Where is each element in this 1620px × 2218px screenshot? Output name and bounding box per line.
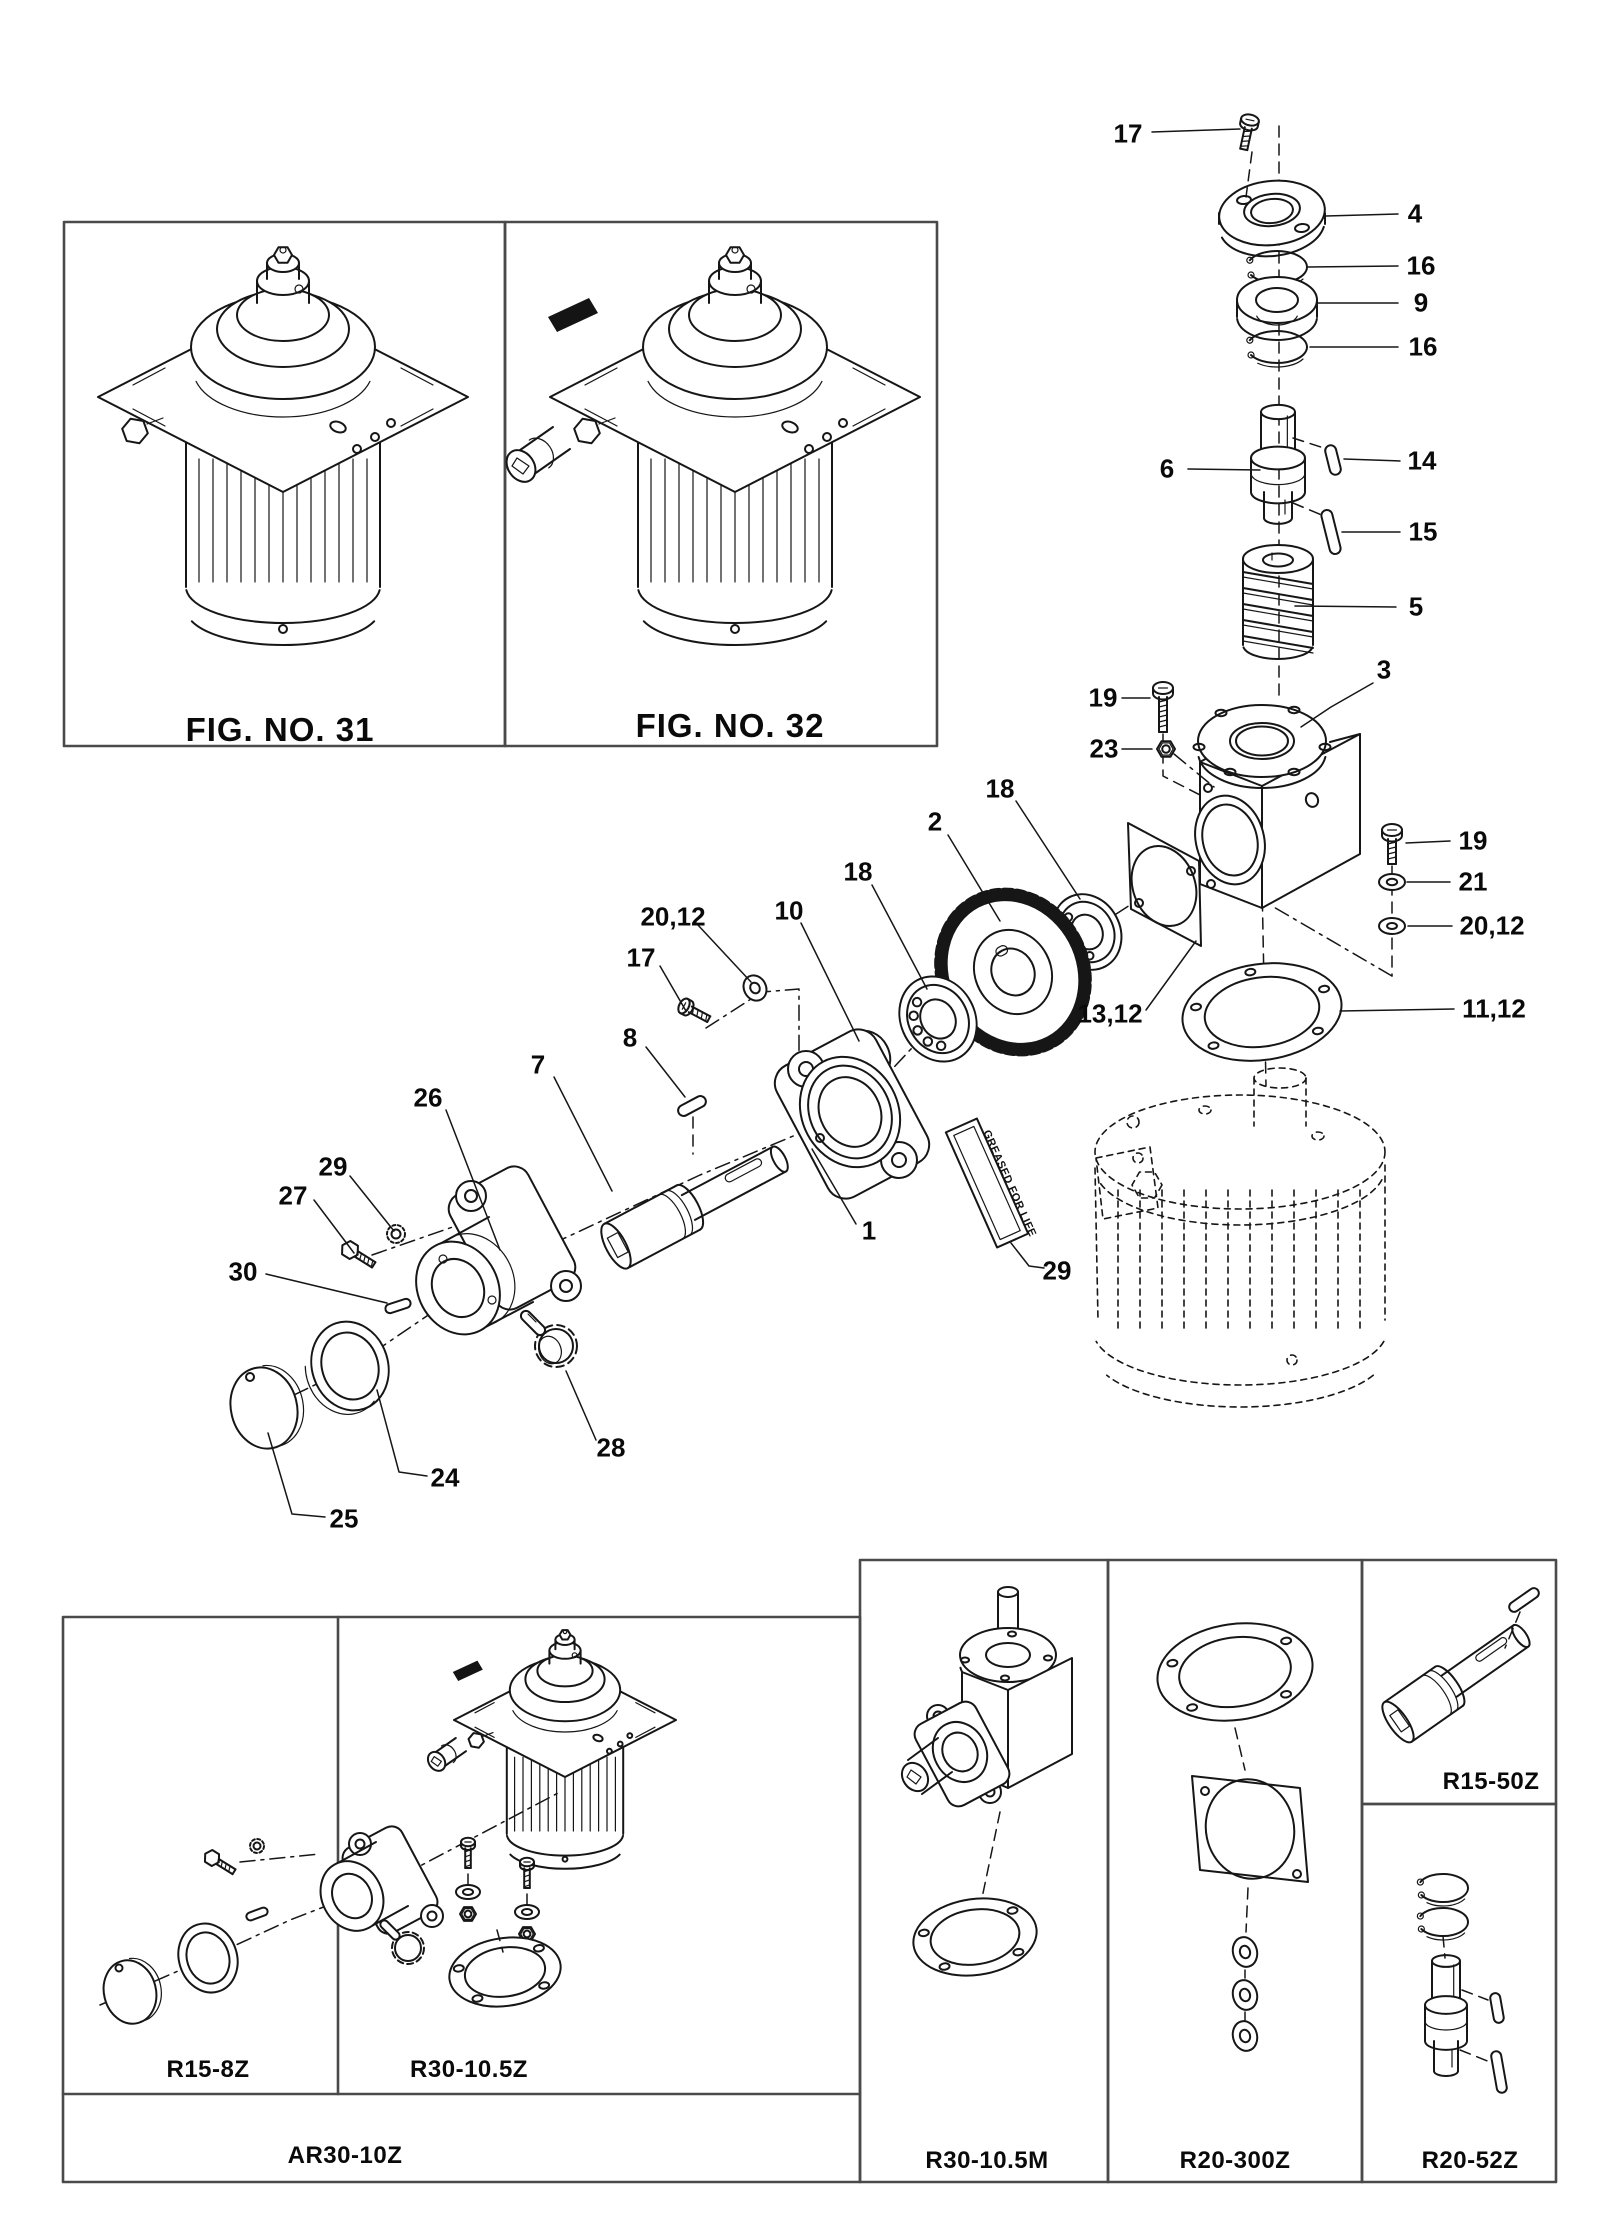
part-18-left-bearing xyxy=(898,975,978,1063)
callout-24: 24 xyxy=(430,1462,460,1493)
part-15-key xyxy=(1320,509,1342,555)
part-27-bolt xyxy=(341,1240,377,1269)
part-17-left-screw xyxy=(677,997,712,1023)
part-7-shaft xyxy=(600,1145,789,1270)
part-1-output-flange xyxy=(773,1028,931,1200)
callout-2: 2 xyxy=(927,806,943,837)
panel-r15-50z-art xyxy=(1381,1587,1540,1744)
callout-8: 8 xyxy=(622,1022,638,1053)
part-9-bearing xyxy=(1236,276,1318,341)
callout-18-right: 18 xyxy=(985,773,1015,804)
part-6-worm-shaft xyxy=(1250,403,1306,525)
callout-20-12-right: 20,12 xyxy=(1459,910,1525,941)
part-4-bearing-flange xyxy=(1218,179,1326,258)
callout-7: 7 xyxy=(530,1049,546,1080)
callout-15: 15 xyxy=(1408,516,1438,547)
callout-13-12: 13,12 xyxy=(1077,998,1143,1029)
panel-label-r30-105m: R30-10.5M xyxy=(925,2147,1049,2174)
part-29-left-lockwasher xyxy=(386,1224,406,1244)
part-17-top-screw xyxy=(1239,113,1260,152)
callout-10: 10 xyxy=(774,895,804,926)
callout-1: 1 xyxy=(861,1215,877,1246)
callout-26: 26 xyxy=(413,1082,443,1113)
callout-6: 6 xyxy=(1159,453,1175,484)
part-20-12-left-washer xyxy=(742,974,768,1002)
panel-label-r15-50z: R15-50Z xyxy=(1442,1768,1540,1795)
part-30-pin xyxy=(384,1297,412,1315)
callout-25: 25 xyxy=(329,1503,359,1534)
panel-label-r20-52z: R20-52Z xyxy=(1421,2147,1519,2174)
part-16-lower-snap-ring xyxy=(1246,330,1308,368)
callout-23: 23 xyxy=(1089,733,1119,764)
callout-17-top: 17 xyxy=(1113,118,1143,149)
frame-boxes xyxy=(61,220,1558,2184)
panel-label-r20-300z: R20-300Z xyxy=(1179,2147,1291,2174)
part-14-key xyxy=(1324,444,1342,476)
part-2-helical-gear xyxy=(934,887,1092,1057)
callout-20-12-left: 20,12 xyxy=(640,901,706,932)
callout-29-left: 29 xyxy=(318,1151,348,1182)
panel-r20-52z-art xyxy=(1416,1873,1508,2094)
callout-18-left: 18 xyxy=(843,856,873,887)
callout-3: 3 xyxy=(1376,654,1392,685)
panel-r20-300z-art xyxy=(1156,1622,1314,2052)
callout-17-left: 17 xyxy=(626,942,656,973)
callout-28: 28 xyxy=(596,1432,626,1463)
part-25-cover-disc xyxy=(229,1364,305,1450)
callout-14: 14 xyxy=(1407,445,1437,476)
callout-21: 21 xyxy=(1458,866,1488,897)
callout-16-lower: 16 xyxy=(1408,331,1438,362)
part-28-knob xyxy=(519,1309,578,1368)
part-8-key xyxy=(677,1095,707,1117)
part-23-nut xyxy=(1156,740,1176,758)
fig31-label: FIG. NO. 31 xyxy=(185,711,375,748)
callout-29-bottom: 29 xyxy=(1042,1255,1072,1286)
part-13-12-gasket-plate xyxy=(1127,822,1202,947)
part-19-left-screw xyxy=(1152,681,1174,733)
callout-4: 4 xyxy=(1407,198,1423,229)
greased-for-life-tag: GREASED FOR LIFE xyxy=(944,1117,1038,1249)
part-19-right-screw xyxy=(1381,823,1403,865)
panel-r30-105m-art xyxy=(900,1586,1073,1977)
panel-r15-8z-art xyxy=(102,1825,444,2025)
part-11-12-gasket xyxy=(1181,962,1343,1062)
part-20-12-right-washer xyxy=(1378,917,1406,935)
part-3-gear-housing xyxy=(1192,704,1361,909)
callout-19-right: 19 xyxy=(1458,825,1488,856)
motor-ghost xyxy=(1094,1067,1386,1408)
callout-11-12: 11,12 xyxy=(1462,993,1526,1024)
panel-label-ar30-10z: AR30-10Z xyxy=(287,2142,403,2169)
callout-9: 9 xyxy=(1413,287,1429,318)
panel-label-r15-8z: R15-8Z xyxy=(166,2056,250,2083)
leader-lines xyxy=(265,128,1455,1518)
callout-19-left: 19 xyxy=(1088,682,1118,713)
part-24-friction-ring xyxy=(304,1320,390,1415)
callout-5: 5 xyxy=(1408,591,1424,622)
panel-r30-105z-art xyxy=(426,1629,677,2008)
panel-label-r30-105z: R30-10.5Z xyxy=(410,2056,528,2083)
part-21-washer xyxy=(1378,873,1406,891)
callout-16-upper: 16 xyxy=(1406,250,1436,281)
fig32-label: FIG. NO. 32 xyxy=(635,707,825,744)
fig31-motor xyxy=(97,246,469,646)
part-5-worm-gear xyxy=(1242,544,1314,661)
fig32-motor xyxy=(505,246,921,646)
callout-27: 27 xyxy=(278,1180,308,1211)
part-26-coupling xyxy=(415,1165,582,1336)
callout-30: 30 xyxy=(228,1256,258,1287)
